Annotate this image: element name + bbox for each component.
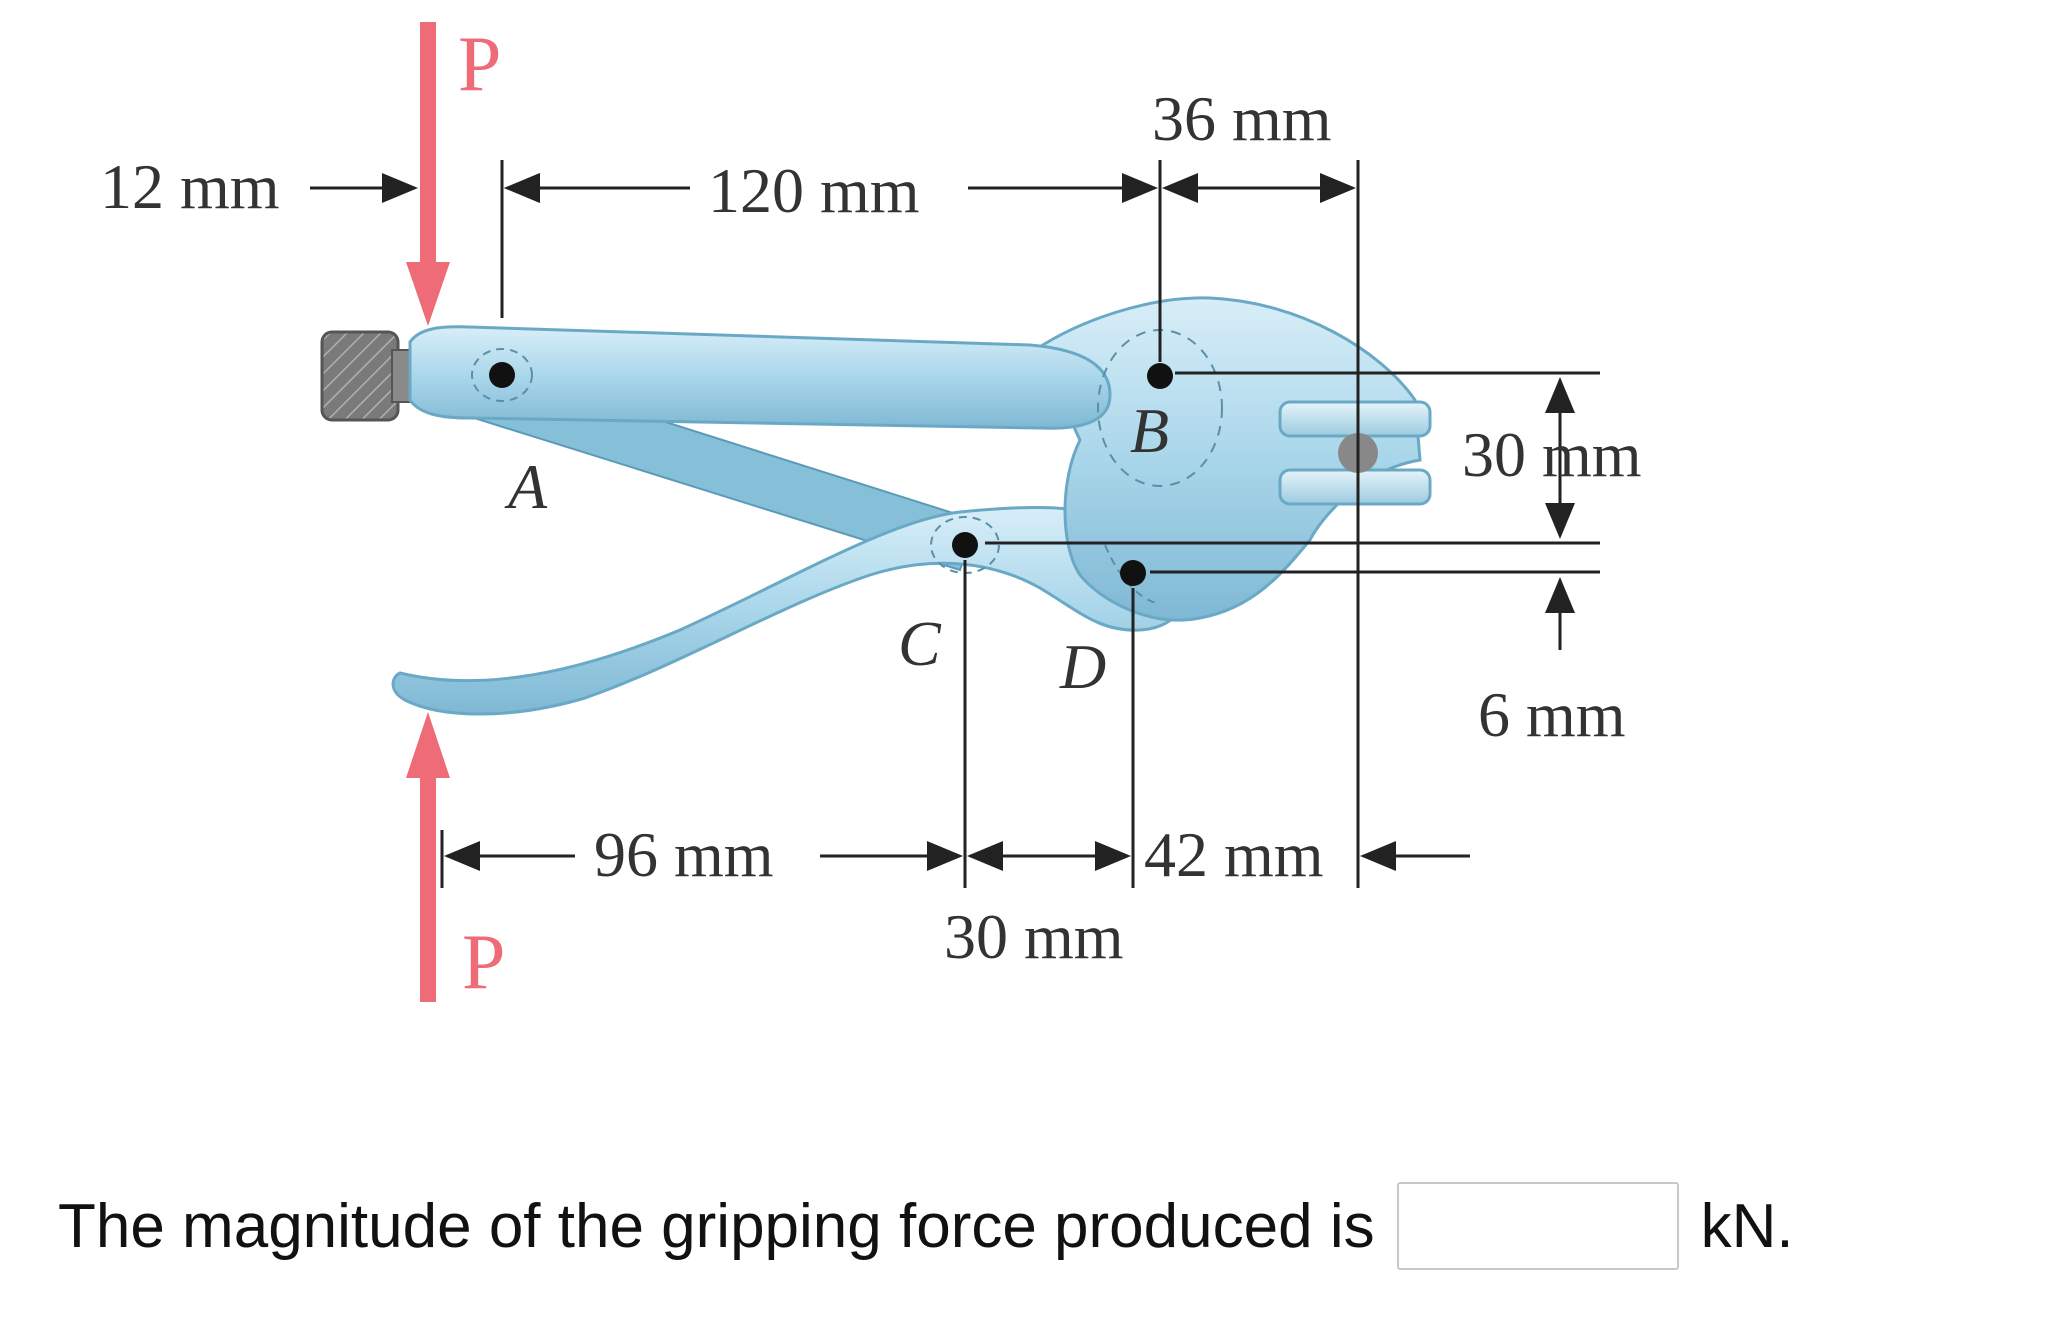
lower-jaw-tooth [1278,468,1432,506]
dim-120-label: 120 mm [708,155,920,226]
dim-30-bottom-label: 30 mm [944,901,1124,972]
dim-36-label: 36 mm [1152,83,1332,154]
point-a-marker [489,362,515,388]
answer-input[interactable] [1396,1182,1679,1270]
dim-30-right-label: 30 mm [1462,419,1642,490]
answer-unit: kN. [1700,1191,1794,1261]
point-b-label: B [1130,395,1169,466]
point-c-label: C [898,608,942,679]
adjusting-knob [320,330,400,422]
point-c-marker [952,532,978,558]
dim-96-label: 96 mm [594,819,774,890]
point-a-label: A [504,451,548,522]
force-bottom-label: P [462,918,505,1005]
pliers [320,296,1432,716]
question-row: The magnitude of the gripping force prod… [58,1178,1794,1274]
point-b-marker [1147,363,1173,389]
dim-12-label: 12 mm [100,151,280,222]
lower-handle [391,505,1192,716]
point-d-label: D [1059,631,1106,702]
upper-jaw [1032,296,1422,622]
dim-6-label: 6 mm [1478,679,1626,750]
point-d-marker [1120,560,1146,586]
force-top-label: P [458,20,501,107]
pin-a-outline [471,348,533,402]
force-top [406,22,450,326]
question-prompt: The magnitude of the gripping force prod… [58,1191,1375,1261]
force-bottom [406,712,450,1002]
upper-handle [408,325,1112,430]
upper-jaw-tooth [1278,400,1432,438]
link-d-outline [1104,544,1161,605]
dim-42-label: 42 mm [1144,819,1324,890]
